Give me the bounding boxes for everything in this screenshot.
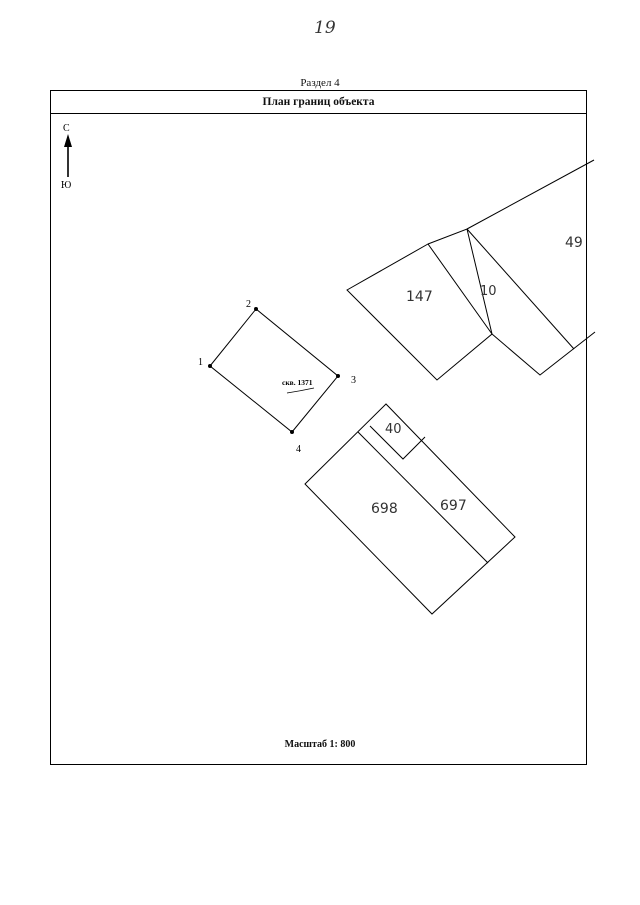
- parcel-label-697: 697: [440, 498, 467, 514]
- point-label-3: 3: [351, 375, 356, 386]
- parcels-lower: [304, 403, 516, 615]
- parcel-label-147: 147: [406, 289, 433, 305]
- point-label-1: 1: [198, 357, 203, 368]
- page-number: 19: [314, 18, 336, 38]
- parcels-upper: [346, 159, 596, 381]
- boundary-point-3: [336, 374, 340, 378]
- parcel-49-top-edge: [466, 159, 595, 230]
- parcel-697-divider: [357, 431, 489, 564]
- well-leader-line: [286, 387, 315, 394]
- parcel-label-10: 10: [480, 284, 497, 299]
- boundary-point-2: [254, 307, 258, 311]
- boundary-point-1: [208, 364, 212, 368]
- parcel-698-outline: [304, 403, 516, 615]
- north-arrow-icon: [64, 134, 72, 177]
- well-label: скв. 1371: [282, 378, 313, 387]
- boundary-point-4: [290, 430, 294, 434]
- point-label-4: 4: [296, 444, 301, 455]
- parcel-label-40: 40: [385, 422, 402, 437]
- section-label: Раздел 4: [300, 77, 340, 89]
- parcel-147-outline: [346, 243, 493, 381]
- compass-south-label: Ю: [61, 180, 71, 191]
- compass-north-label: С: [63, 123, 70, 134]
- plan-frame: План границ объекта: [50, 90, 587, 765]
- scale-label: Масштаб 1: 800: [284, 739, 356, 750]
- parcel-40-outline: [369, 425, 426, 460]
- parcel-label-698: 698: [371, 501, 398, 517]
- parcel-label-49: 49: [565, 235, 583, 251]
- parcel-10-lower-edge: [491, 331, 596, 376]
- object-boundary: [209, 308, 339, 433]
- point-label-2: 2: [246, 299, 251, 310]
- parcel-10-outline: [427, 228, 493, 335]
- parcel-49-left-edge: [466, 228, 575, 350]
- plan-title: План границ объекта: [51, 91, 586, 114]
